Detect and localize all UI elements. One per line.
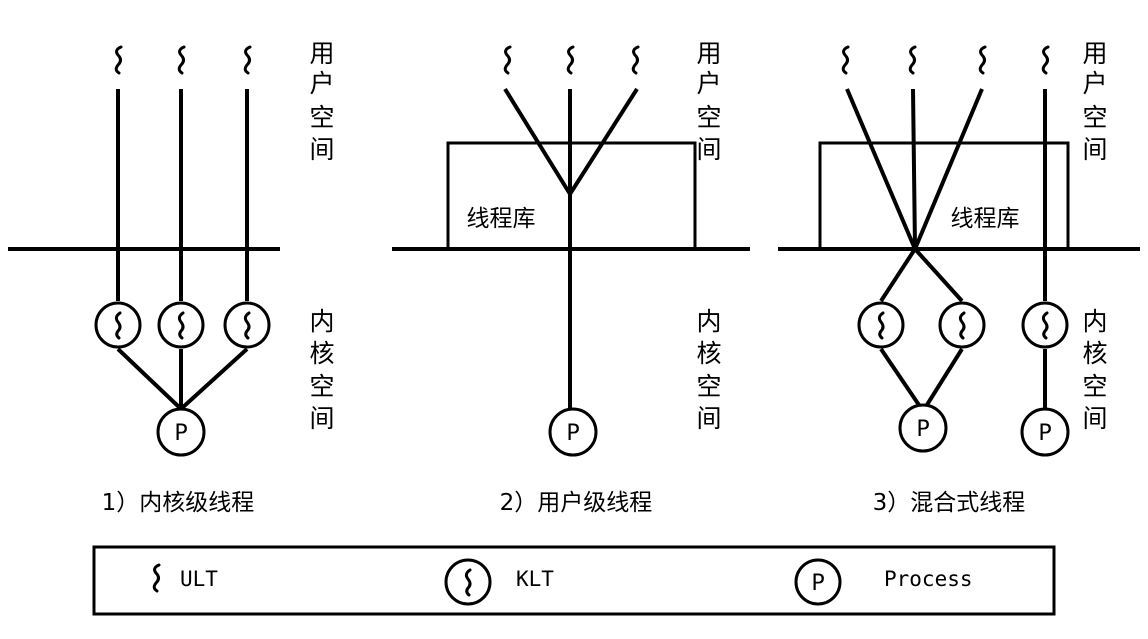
user-space-char: 用 xyxy=(1082,39,1107,68)
panel-caption: 3）混合式线程 xyxy=(873,490,1026,516)
process-label: P xyxy=(1038,421,1051,446)
process-node: P xyxy=(156,407,206,457)
user-space-char: 空 xyxy=(309,103,334,132)
ult-thread-icon xyxy=(177,45,186,75)
panel-kernel-level-threads: P 用 户 空 间 内 核 空 间 1）内核级线程 xyxy=(8,39,335,516)
connector-line xyxy=(503,87,572,196)
panel-caption: 2）用户级线程 xyxy=(500,490,653,516)
thread-library-label: 线程库 xyxy=(951,206,1020,232)
thread-library-label: 线程库 xyxy=(467,206,536,232)
kernel-space-char: 空 xyxy=(309,372,334,401)
user-space-char: 空 xyxy=(1082,103,1107,132)
legend: ULT KLT P Process xyxy=(92,545,1056,616)
klt-thread-icon xyxy=(1021,301,1069,349)
legend-klt-label: KLT xyxy=(516,567,554,591)
ult-thread-icon xyxy=(114,45,123,75)
user-space-char: 空 xyxy=(696,103,721,132)
process-node: P xyxy=(548,407,598,457)
kernel-space-char: 间 xyxy=(309,404,334,433)
klt-thread-icon xyxy=(857,301,905,349)
connector-line xyxy=(180,347,249,410)
klt-thread-icon xyxy=(223,301,271,349)
connector-line xyxy=(845,88,917,250)
connector-line xyxy=(913,247,964,303)
kernel-space-char: 内 xyxy=(1082,307,1107,336)
kernel-space-char: 间 xyxy=(696,404,721,433)
thread-library-box xyxy=(818,141,1070,251)
connector-line xyxy=(913,88,984,250)
panel-hybrid-threads: 线程库 P P 用 户 空 间 内 核 空 间 3）混合式线程 xyxy=(778,39,1140,516)
kernel-space-char: 核 xyxy=(1082,339,1107,368)
panel-caption: 1）内核级线程 xyxy=(102,490,255,516)
connector-line xyxy=(911,88,917,250)
klt-legend-icon xyxy=(444,558,492,606)
ult-legend-icon xyxy=(152,563,161,593)
process-label: P xyxy=(916,417,929,442)
user-space-char: 户 xyxy=(309,69,334,98)
legend-process-symbol: P xyxy=(811,571,824,596)
kernel-space-char: 内 xyxy=(696,307,721,336)
process-node: P xyxy=(898,403,948,453)
kernel-space-char: 核 xyxy=(696,339,721,368)
connector-line xyxy=(116,347,182,410)
legend-box xyxy=(92,545,1056,616)
panel-user-level-threads: 线程库 P 用 户 空 间 内 核 空 间 2）用户级线程 xyxy=(392,39,750,516)
connector-line xyxy=(568,87,639,196)
user-space-char: 间 xyxy=(309,135,334,164)
connector-line xyxy=(879,247,917,303)
process-node: P xyxy=(1020,407,1070,457)
klt-thread-icon xyxy=(157,301,205,349)
process-label: P xyxy=(566,421,579,446)
user-space-char: 户 xyxy=(1082,69,1107,98)
ult-thread-icon xyxy=(243,45,252,75)
connector-line xyxy=(879,347,923,410)
ult-thread-icon xyxy=(566,45,575,75)
ult-thread-icon xyxy=(503,45,512,75)
ult-thread-icon xyxy=(841,45,850,75)
legend-ult-label: ULT xyxy=(180,567,218,591)
connector-line xyxy=(923,347,964,410)
kernel-space-char: 间 xyxy=(1082,404,1107,433)
user-space-char: 用 xyxy=(696,39,721,68)
kernel-space-char: 内 xyxy=(309,307,334,336)
process-legend-icon: P xyxy=(794,558,842,606)
klt-thread-icon xyxy=(938,301,986,349)
klt-thread-icon xyxy=(94,301,142,349)
user-space-char: 间 xyxy=(696,135,721,164)
kernel-space-char: 空 xyxy=(696,372,721,401)
kernel-space-char: 核 xyxy=(309,339,334,368)
legend-process-label: Process xyxy=(884,567,973,591)
user-space-char: 户 xyxy=(696,69,721,98)
user-space-char: 间 xyxy=(1082,135,1107,164)
ult-thread-icon xyxy=(631,45,640,75)
kernel-space-char: 空 xyxy=(1082,372,1107,401)
user-space-char: 用 xyxy=(309,39,334,68)
ult-thread-icon xyxy=(1041,45,1050,75)
ult-thread-icon xyxy=(908,45,917,75)
process-label: P xyxy=(174,421,187,446)
ult-thread-icon xyxy=(978,45,987,75)
